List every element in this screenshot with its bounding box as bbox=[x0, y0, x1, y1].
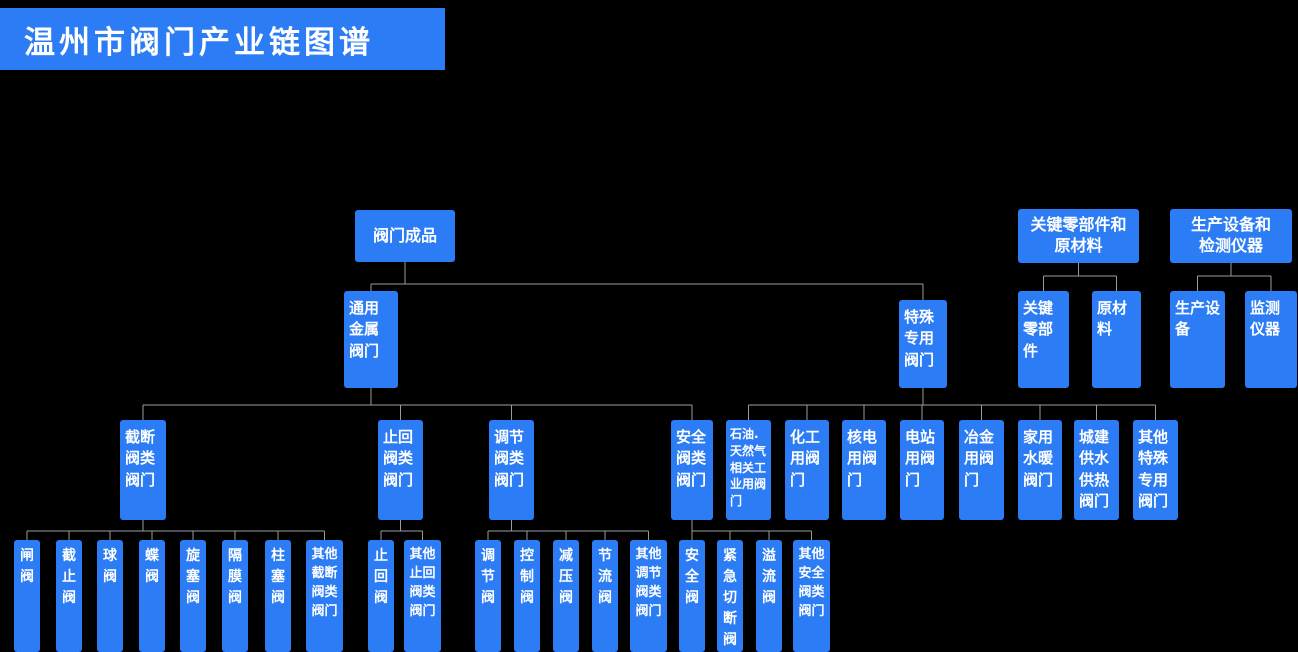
node-oil-gas-industry-valves: 石油.天然气相关工业用阀门 bbox=[726, 420, 771, 520]
node-finished-valves: 阀门成品 bbox=[355, 210, 455, 262]
node-overflow-valve: 溢流阀 bbox=[756, 540, 782, 652]
node-household-plumbing-valves: 家用水暖阀门 bbox=[1018, 420, 1062, 520]
node-safety-valve-category: 安全阀类阀门 bbox=[671, 420, 713, 520]
node-chemical-industry-valves: 化工用阀门 bbox=[785, 420, 829, 520]
diagram-title: 温州市阀门产业链图谱 bbox=[0, 8, 445, 70]
connector-finished-valves bbox=[370, 262, 924, 300]
node-regulating-valve: 调节阀 bbox=[475, 540, 501, 652]
connector-regulating bbox=[487, 520, 649, 540]
node-ball-valve: 球阀 bbox=[97, 540, 123, 652]
connector-equipment bbox=[1197, 263, 1272, 291]
node-control-valve: 控制阀 bbox=[514, 540, 540, 652]
node-butterfly-valve: 蝶阀 bbox=[139, 540, 165, 652]
connector-general-metal bbox=[142, 388, 693, 420]
node-gate-valve: 闸阀 bbox=[14, 540, 40, 652]
node-diaphragm-valve: 隔膜阀 bbox=[222, 540, 248, 652]
node-globe-valve: 截止阀 bbox=[56, 540, 82, 652]
node-other-check-valves: 其他止回阀类阀门 bbox=[404, 540, 441, 652]
node-production-equipment: 生产设备 bbox=[1170, 291, 1225, 388]
node-plug-valve: 旋塞阀 bbox=[180, 540, 206, 652]
node-throttle-valve: 节流阀 bbox=[592, 540, 618, 652]
node-production-equipment-and-testing-instruments: 生产设备和 检测仪器 bbox=[1170, 209, 1292, 263]
connector-check bbox=[380, 520, 423, 540]
node-other-safety-valves: 其他安全阀类阀门 bbox=[793, 540, 830, 652]
node-other-shutoff-valves: 其他截断阀类阀门 bbox=[306, 540, 343, 652]
node-regulating-valve-category: 调节阀类阀门 bbox=[489, 420, 534, 520]
connector-key-parts bbox=[1043, 263, 1117, 291]
node-other-special-purpose-valves: 其他特殊专用阀门 bbox=[1133, 420, 1178, 520]
node-special-purpose-valves: 特殊专用阀门 bbox=[899, 300, 947, 388]
node-nuclear-power-valves: 核电用阀门 bbox=[842, 420, 886, 520]
node-monitoring-instruments: 监测仪器 bbox=[1245, 291, 1297, 388]
connector-special-purpose bbox=[748, 388, 1156, 420]
node-shutoff-valve-category: 截断阀类阀门 bbox=[120, 420, 166, 520]
node-general-metal-valves: 通用金属阀门 bbox=[344, 291, 398, 388]
node-key-components: 关键零部件 bbox=[1018, 291, 1069, 388]
node-metallurgy-valves: 冶金用阀门 bbox=[959, 420, 1004, 520]
node-other-regulating-valves: 其他调节阀类阀门 bbox=[630, 540, 667, 652]
node-check-valve-category: 止回阀类阀门 bbox=[378, 420, 423, 520]
node-key-parts-and-raw-materials: 关键零部件和 原材料 bbox=[1018, 209, 1139, 263]
node-power-station-valves: 电站用阀门 bbox=[900, 420, 944, 520]
node-raw-materials: 原材料 bbox=[1092, 291, 1141, 388]
node-emergency-shutoff-valve: 紧急切断阀 bbox=[717, 540, 743, 652]
node-plunger-valve: 柱塞阀 bbox=[265, 540, 291, 652]
node-pressure-reducing-valve: 减压阀 bbox=[553, 540, 579, 652]
node-safety-valve: 安全阀 bbox=[679, 540, 705, 652]
node-urban-water-heating-valves: 城建供水供热阀门 bbox=[1074, 420, 1119, 520]
connector-safety bbox=[691, 520, 812, 540]
connector-shutoff bbox=[26, 520, 325, 540]
node-check-valve: 止回阀 bbox=[368, 540, 394, 652]
